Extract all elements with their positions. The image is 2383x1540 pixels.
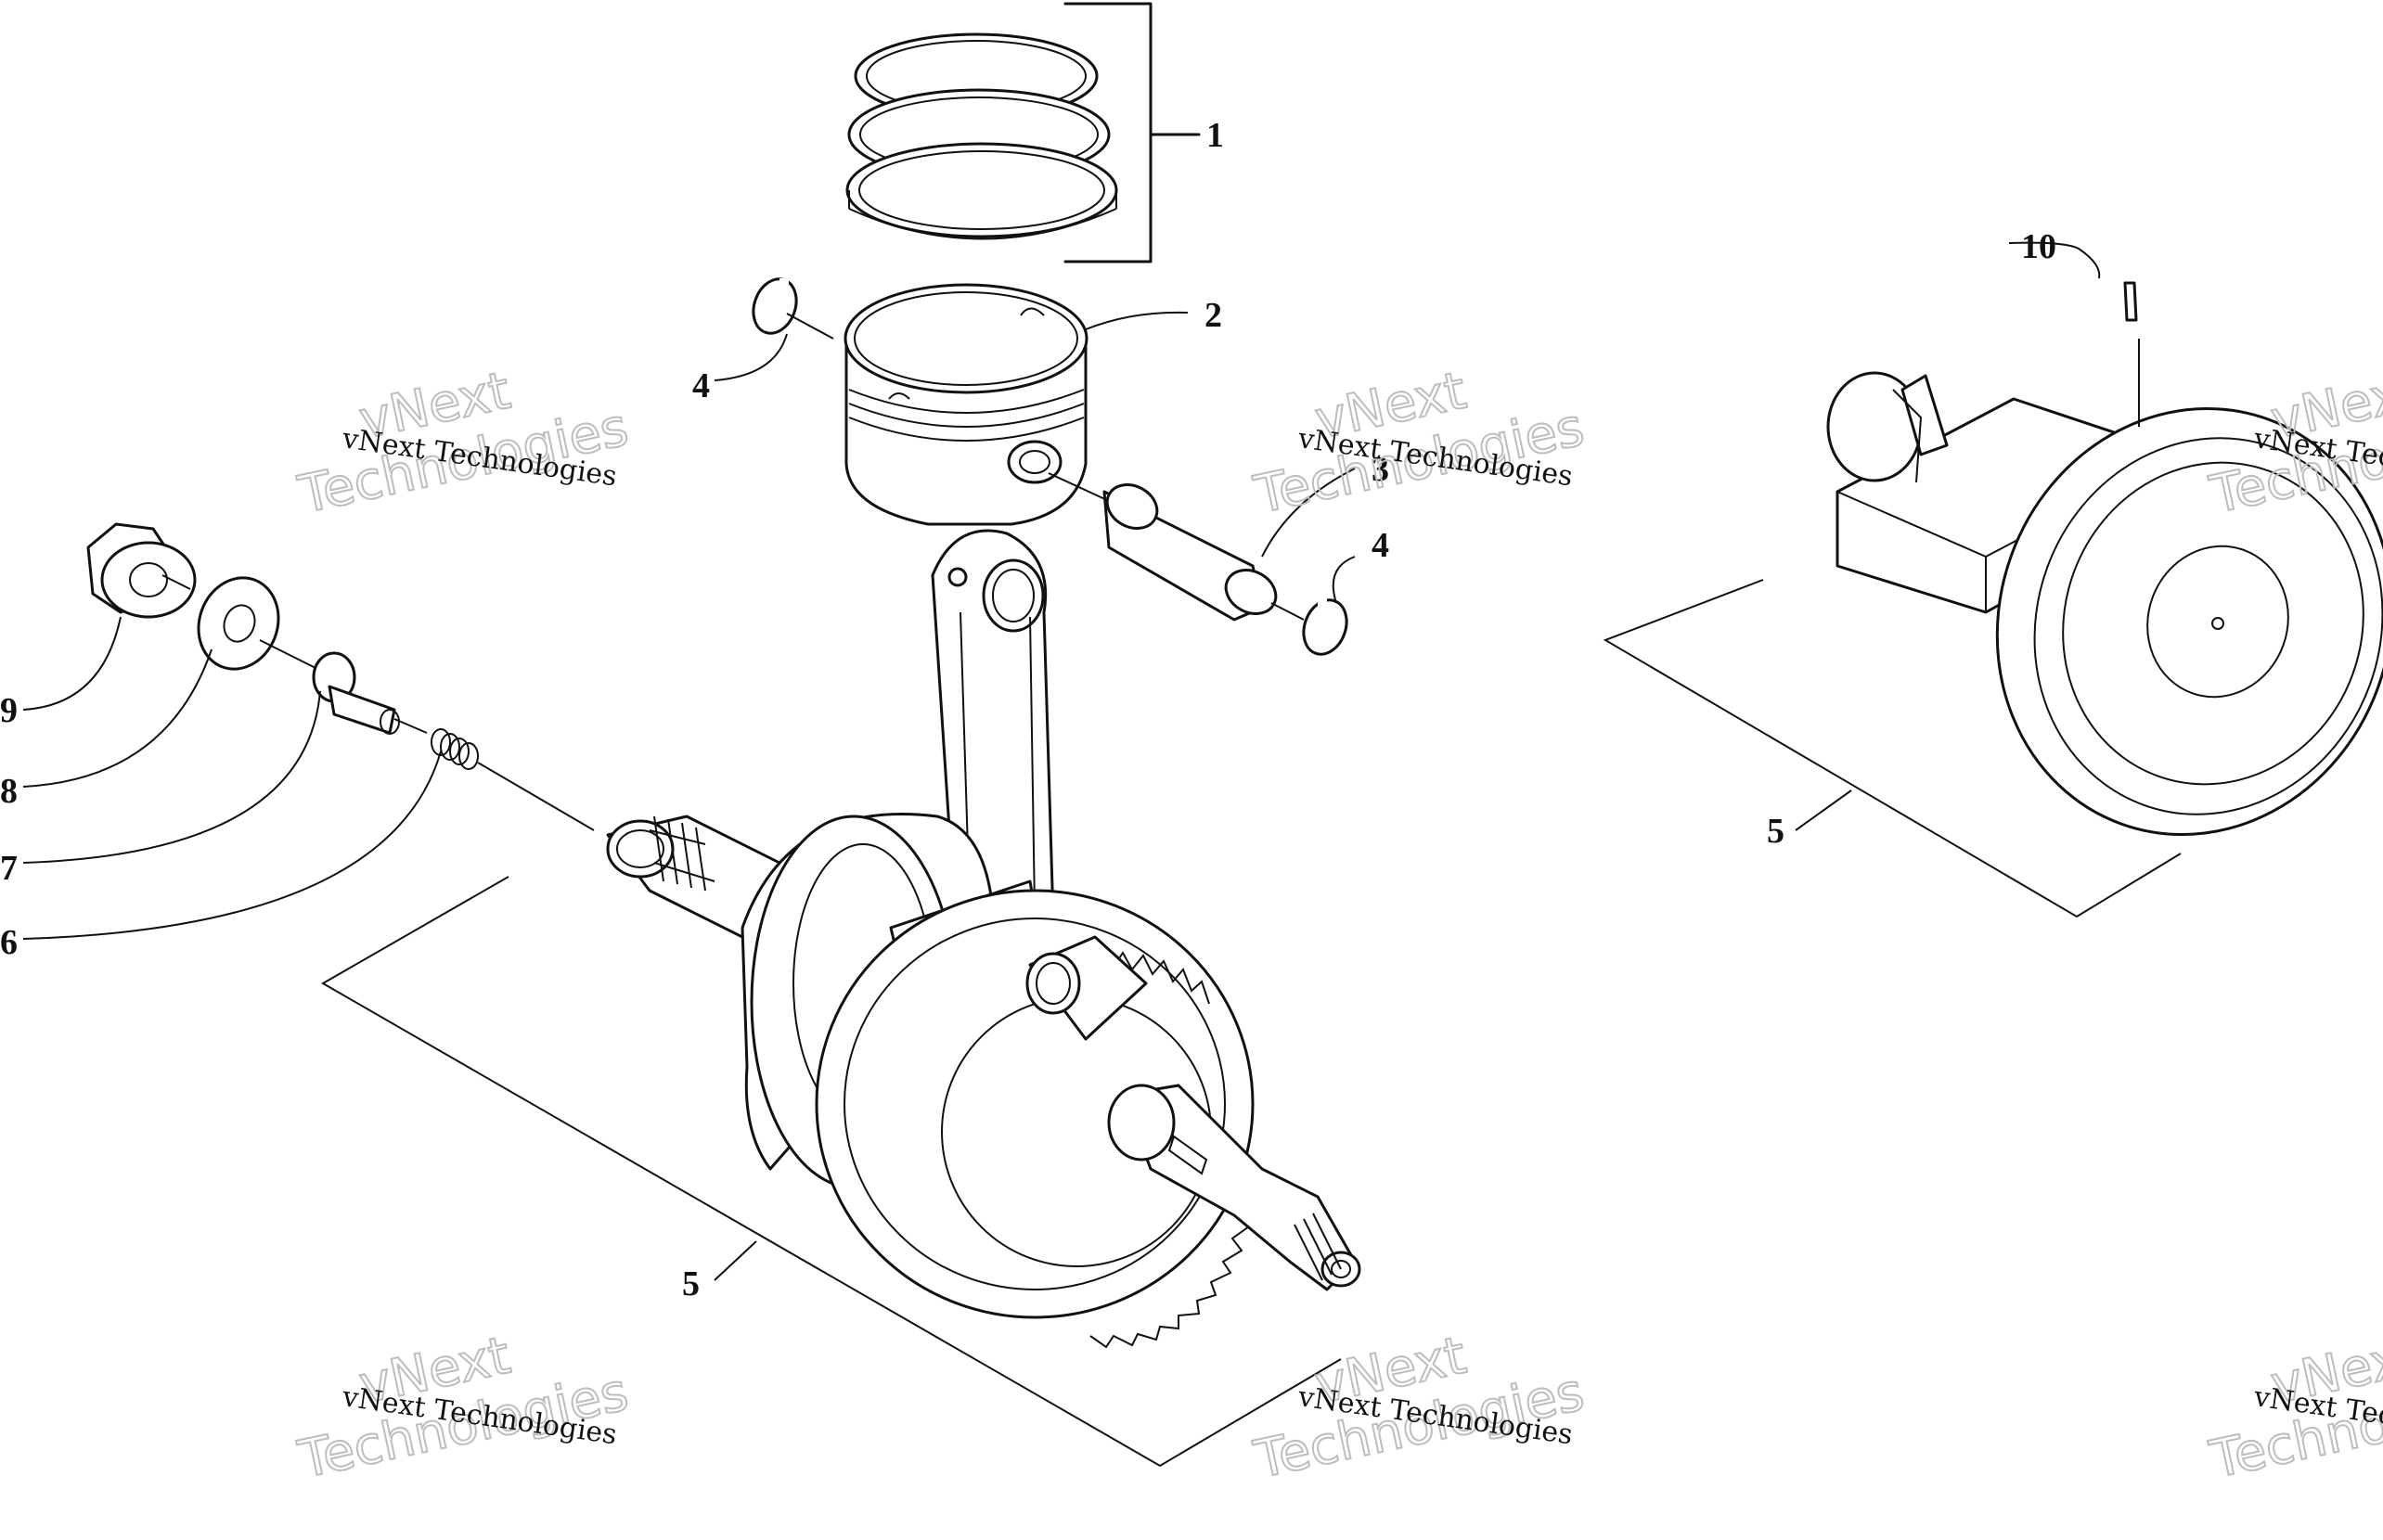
callout-5-crankshaft: 5 bbox=[682, 1264, 700, 1303]
washer bbox=[197, 576, 280, 671]
callout-9: 9 bbox=[0, 691, 18, 730]
circlip-right bbox=[1302, 598, 1348, 656]
callouts: 1 2 3 4 4 5 5 6 7 8 9 10 bbox=[0, 116, 2056, 1303]
plunger bbox=[312, 651, 400, 735]
callout-2: 2 bbox=[1204, 296, 1222, 335]
callout-8: 8 bbox=[0, 772, 18, 811]
callout-7: 7 bbox=[0, 849, 18, 888]
callout-6: 6 bbox=[0, 923, 18, 962]
callout-5-balancer: 5 bbox=[1767, 812, 1784, 851]
crankshaft bbox=[606, 813, 1361, 1349]
callout-3: 3 bbox=[1372, 450, 1389, 489]
connecting-rod bbox=[931, 529, 1055, 930]
balance-gear bbox=[1995, 406, 2383, 837]
callout-4-left: 4 bbox=[692, 366, 710, 405]
callout-10: 10 bbox=[2021, 227, 2056, 266]
piston-pin bbox=[1048, 472, 1305, 622]
circlip-left bbox=[752, 277, 798, 335]
dowel-pin bbox=[2123, 281, 2138, 322]
callout-4-right: 4 bbox=[1372, 526, 1389, 565]
spring bbox=[431, 728, 479, 770]
piston bbox=[844, 283, 1088, 526]
leader-lines bbox=[22, 241, 2182, 1468]
piston-rings bbox=[845, 32, 1118, 240]
callout-1: 1 bbox=[1206, 116, 1224, 155]
flange-nut bbox=[86, 522, 197, 619]
ring-set-bracket bbox=[1063, 2, 1201, 263]
